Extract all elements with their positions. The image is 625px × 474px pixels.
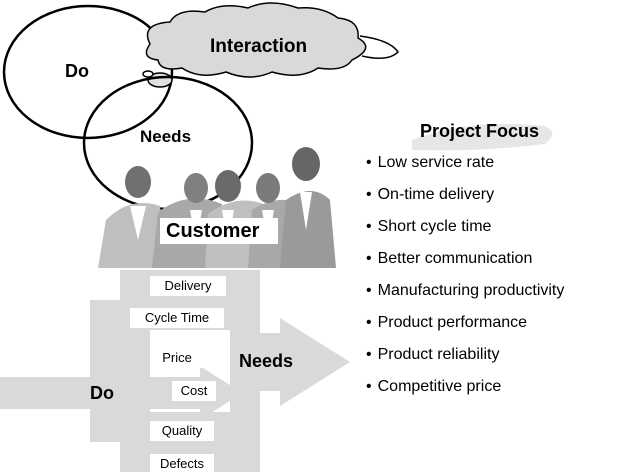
needs-circle-label: Needs xyxy=(140,127,192,146)
focus-item: Product performance xyxy=(366,312,564,344)
focus-item: On-time delivery xyxy=(366,184,564,216)
do-circle-label: Do xyxy=(65,61,89,81)
interaction-label: Interaction xyxy=(210,36,308,57)
cloud-tail xyxy=(359,35,399,59)
project-focus-list: Low service rate On-time delivery Short … xyxy=(366,152,565,408)
flow-item-price: Price xyxy=(150,348,204,368)
flow-item-quality: Quality xyxy=(150,421,214,441)
do-circle xyxy=(2,4,174,140)
focus-item: Manufacturing productivity xyxy=(366,280,565,312)
focus-item: Better communication xyxy=(366,248,564,280)
focus-item: Competitive price xyxy=(366,376,564,408)
customer-people-illustration xyxy=(98,147,336,268)
focus-item: Product reliability xyxy=(366,344,564,376)
customer-label: Customer xyxy=(166,220,260,242)
customer-label-bg xyxy=(160,218,278,244)
project-focus-highlight xyxy=(412,123,553,151)
interaction-cloud xyxy=(145,2,367,78)
focus-item: Short cycle time xyxy=(366,216,564,248)
project-focus-title: Project Focus xyxy=(420,121,540,141)
flow-item-cost: Cost xyxy=(172,381,216,401)
flow-item-defects: Defects xyxy=(150,454,214,474)
flow-item-cycle-time: Cycle Time xyxy=(130,308,224,328)
needs-flow-network xyxy=(0,270,350,472)
focus-item: Low service rate xyxy=(366,152,564,184)
flow-do-label: Do xyxy=(90,383,114,403)
thought-bubble-small xyxy=(142,70,154,78)
flow-item-delivery: Delivery xyxy=(150,276,226,296)
flow-needs-label: Needs xyxy=(239,351,294,371)
